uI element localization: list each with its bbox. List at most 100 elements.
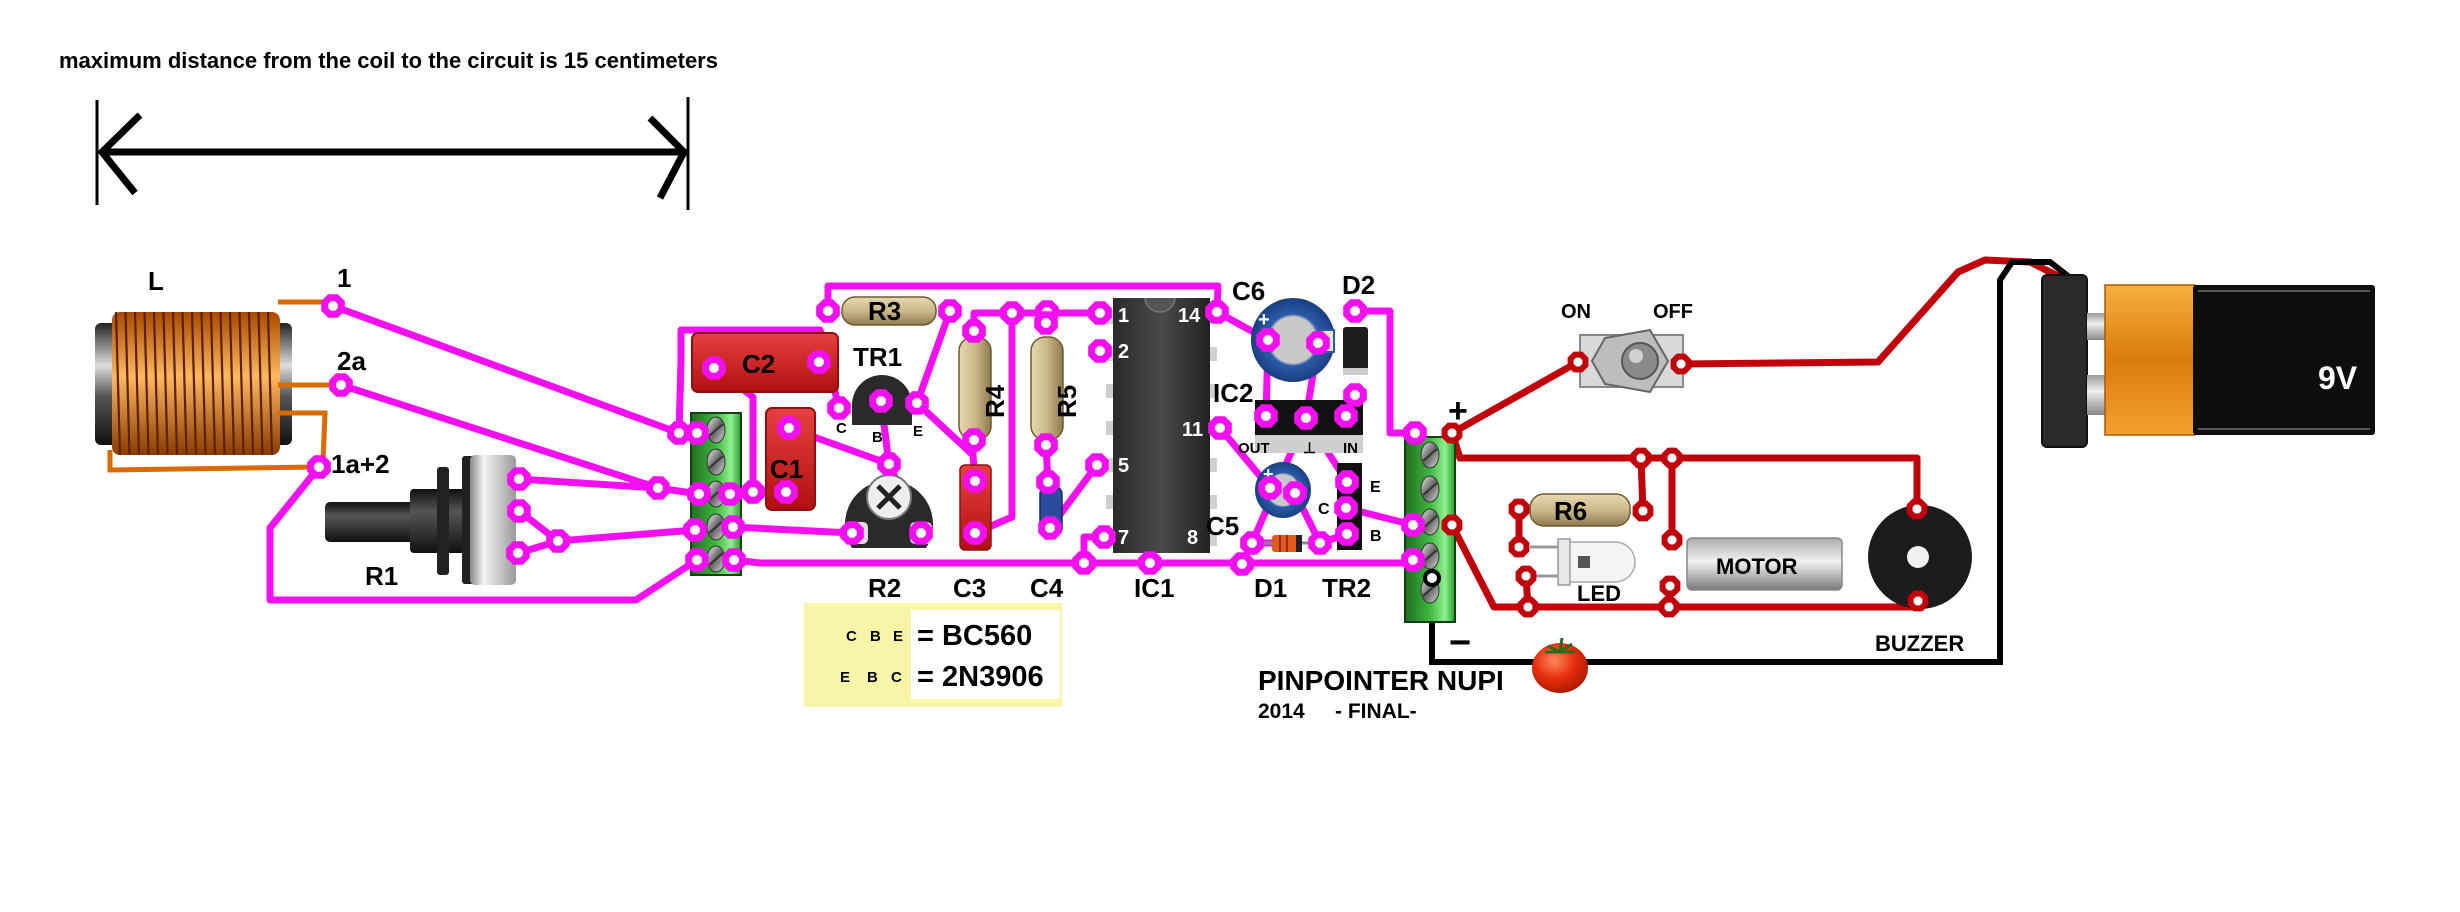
solder-pad [1230,552,1254,576]
legend-row1-part: = BC560 [917,620,1032,652]
diode-D1 [1262,535,1312,552]
legend-row1-pin2: B [870,628,881,645]
C6-plus: + [1258,309,1270,331]
solder-pad [774,480,798,504]
IC2-pin-gnd: ⊥ [1303,440,1316,457]
TR2-label: TR2 [1322,573,1371,603]
C5-label: C5 [1206,511,1239,541]
solder-pad [963,521,987,545]
capacitor-C2 [691,332,839,393]
TR2-pin-E: E [1370,479,1381,496]
coil-winding [266,311,274,456]
legend-row1-pin1: C [846,628,857,645]
solder-pad [329,373,353,397]
solder-pad [1632,500,1654,522]
TR1-pin-E: E [913,423,923,440]
solder-pad [1208,416,1232,440]
solder-pad [1670,353,1692,375]
ic-pin [1210,458,1217,472]
solder-pad [1308,531,1332,555]
solder-pad [1034,433,1058,457]
MOTOR-label: MOTOR [1716,554,1798,579]
solder-pad [1085,453,1109,477]
coil-winding [114,311,122,456]
C2-label: C2 [742,349,775,379]
solder-pad [1659,575,1681,597]
D1-label: D1 [1254,573,1287,603]
capacitor-C6 [1251,298,1335,382]
led [1530,538,1636,586]
TR1-label: TR1 [853,342,902,372]
solder-pad [1907,590,1929,612]
transistor-legend: C B E = BC560 E B C = 2N3906 [804,603,1062,707]
ground-node [1423,569,1441,587]
IC1-pin-2: 2 [1118,341,1129,363]
ic-pin [1210,347,1217,361]
ic-pin [1106,384,1113,398]
ic-pin [1106,495,1113,509]
TR2-pin-B: B [1370,528,1382,545]
IC1-pin-11: 11 [1182,419,1203,441]
IC2-label: IC2 [1213,378,1253,408]
solder-pad [722,548,746,572]
solder-pad [321,294,345,318]
solder-pad [909,521,933,545]
solder-pad [1334,404,1358,428]
solder-pad [1036,470,1060,494]
distance-note: maximum distance from the coil to the ci… [59,48,718,73]
coil-winding [238,311,245,456]
R5-label: R5 [1052,385,1082,418]
coil-winding [209,311,217,456]
IC1-pin-1: 1 [1118,305,1129,327]
solder-pad [1205,300,1229,324]
IC2-pin-in: IN [1343,440,1358,457]
solder-pad [938,299,962,323]
switch-off-label: OFF [1653,301,1693,323]
solder-pad [1401,513,1425,537]
TR1-pin-B: B [872,429,883,446]
solder-pad [702,356,726,380]
solder-pad [1283,481,1307,505]
solder-pad [962,428,986,452]
solder-pad [1072,551,1096,575]
solder-pad [1401,548,1425,572]
C4-label: C4 [1030,573,1064,603]
solder-pad [1517,596,1539,618]
solder-pad [1403,421,1427,445]
solder-pad [962,319,986,343]
IC1-pin-5: 5 [1118,455,1129,477]
solder-pad [1138,551,1162,575]
C1-label: C1 [770,454,803,484]
solder-pad [507,499,531,523]
solder-pad [1515,565,1537,587]
coil-winding [200,311,207,456]
R4-label: R4 [980,384,1010,418]
project-status: - FINAL- [1335,700,1417,723]
legend-row2-pin1: E [840,669,850,686]
solder-pad [777,416,801,440]
solder-pad [685,421,709,445]
solder-pad [840,521,864,545]
coil-winding [124,311,131,456]
solder-pad [685,548,709,572]
solder-pad [506,541,530,565]
TR2-pin-C: C [1318,501,1330,518]
solder-pad [1906,498,1928,520]
power-switch[interactable] [1579,328,1684,394]
dimension-arrow [95,97,690,210]
minus-label: − [1449,622,1471,664]
solder-pad [1508,536,1530,558]
solder-pad [1294,406,1318,430]
solder-pad [687,482,711,506]
potentiometer-R1 [325,455,516,585]
coil-label: L [148,266,164,296]
diode-D2 [1343,327,1368,375]
legend-row2-pin3: C [891,669,902,686]
ic-pin [1106,421,1113,435]
solder-pad [721,515,745,539]
solder-pad [1508,498,1530,520]
solder-pad [1258,476,1282,500]
coil-winding [162,311,169,456]
coil-winding [143,311,150,456]
tap-1-label: 1 [337,263,351,293]
